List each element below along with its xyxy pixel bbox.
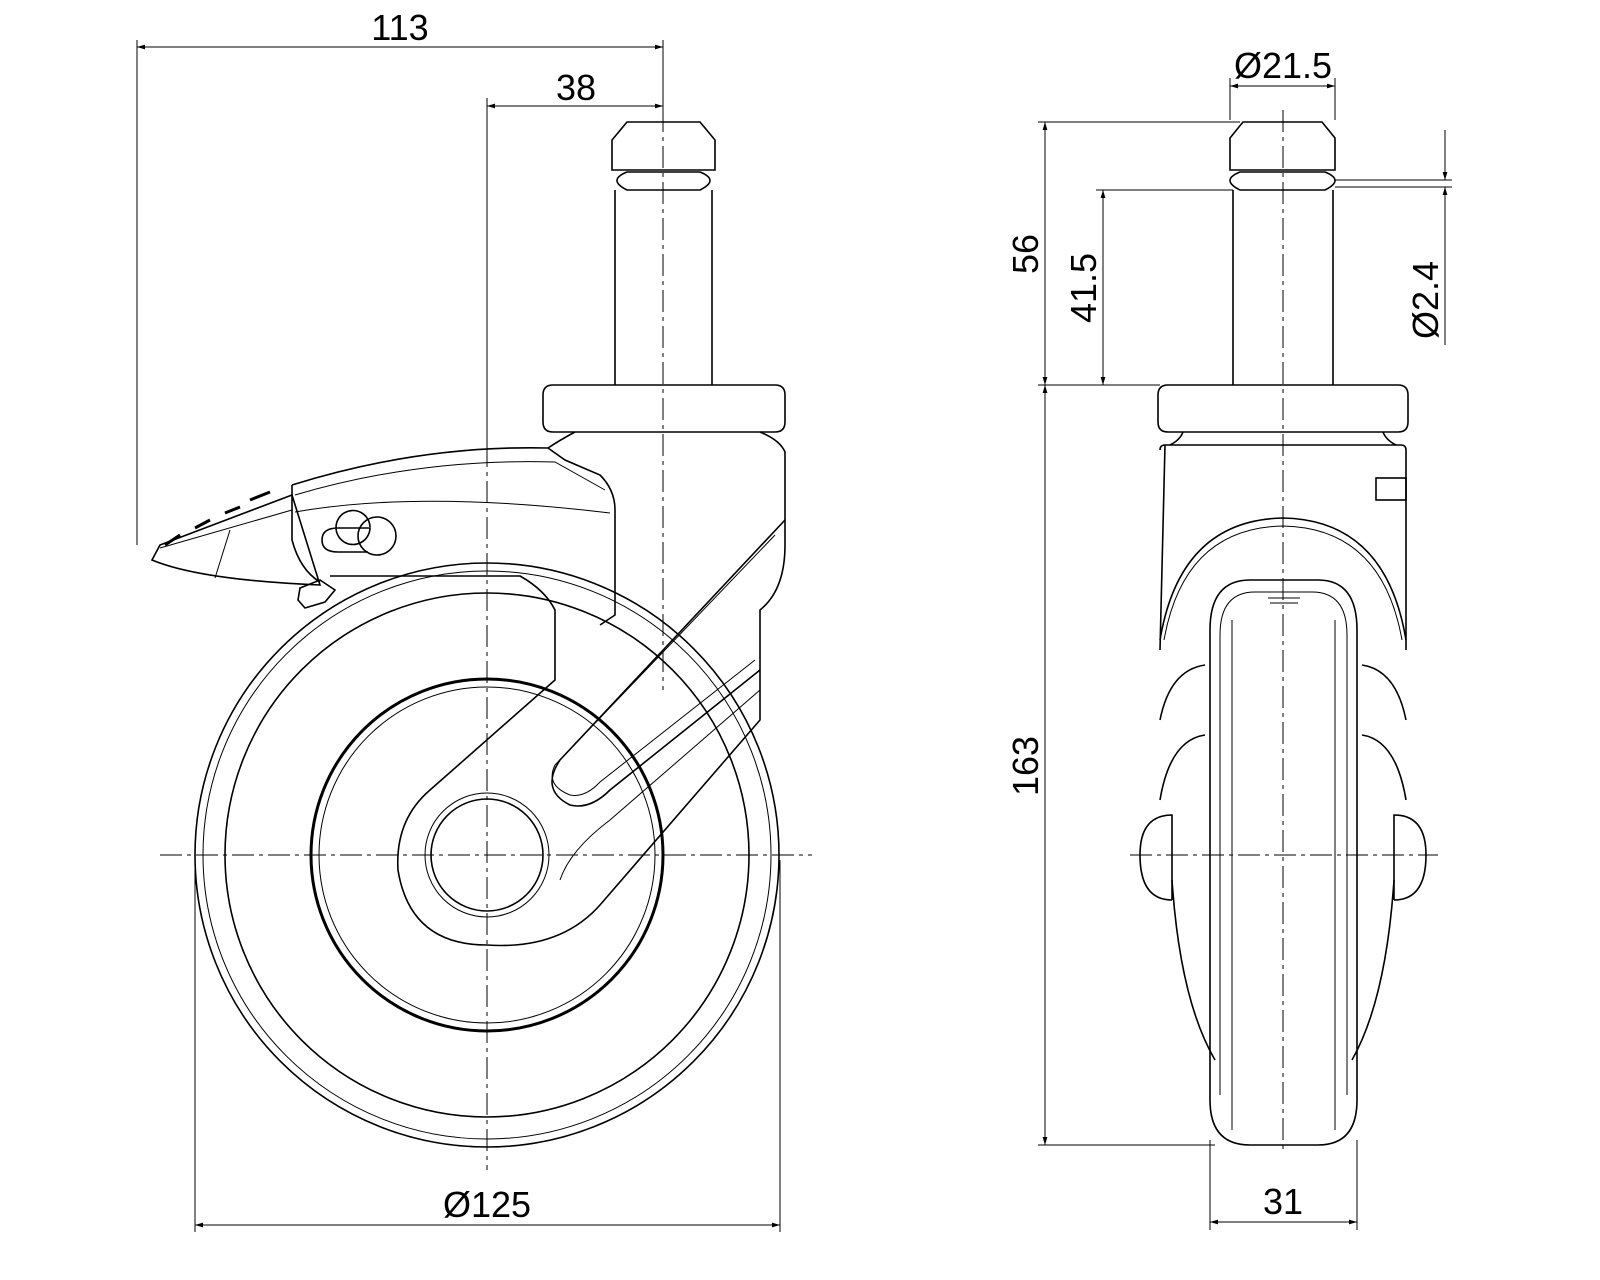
fork-side xyxy=(330,431,786,947)
dim-163-label: 163 xyxy=(1005,736,1046,796)
front-view: Ø21.5 56 41.5 Ø2.4 163 31 xyxy=(1005,45,1452,1230)
dim-2-4: Ø2.4 xyxy=(1335,130,1452,345)
brake-slot xyxy=(321,509,371,553)
dim-56: 56 xyxy=(1005,121,1240,386)
wheel-front xyxy=(1209,579,1358,1146)
brake-housing xyxy=(150,446,616,626)
logo-plate xyxy=(1375,477,1407,501)
dim-38: 38 xyxy=(486,67,663,445)
dim-56-label: 56 xyxy=(1005,234,1046,274)
side-view: 113 38 Ø125 xyxy=(136,7,812,1232)
stem-front xyxy=(1229,121,1336,385)
dim-113-label: 113 xyxy=(371,7,428,48)
dim-125-label: Ø125 xyxy=(443,1184,531,1225)
dim-125: Ø125 xyxy=(194,860,781,1232)
dim-113: 113 xyxy=(136,7,664,545)
stem-side xyxy=(611,121,716,385)
top-plate-side xyxy=(542,384,786,433)
dim-2-4-label: Ø2.4 xyxy=(1405,261,1446,339)
dim-163: 163 xyxy=(1005,385,1215,1146)
dim-41-5: 41.5 xyxy=(1063,189,1233,385)
dim-31-label: 31 xyxy=(1263,1181,1303,1222)
dim-21-5-label: Ø21.5 xyxy=(1234,45,1332,86)
brake-pedal-clip xyxy=(297,579,337,609)
dim-21-5: Ø21.5 xyxy=(1229,45,1336,120)
dim-31: 31 xyxy=(1209,1140,1358,1230)
dim-41-5-label: 41.5 xyxy=(1063,253,1104,323)
top-plate-front xyxy=(1157,384,1409,433)
dim-38-label: 38 xyxy=(556,67,596,108)
